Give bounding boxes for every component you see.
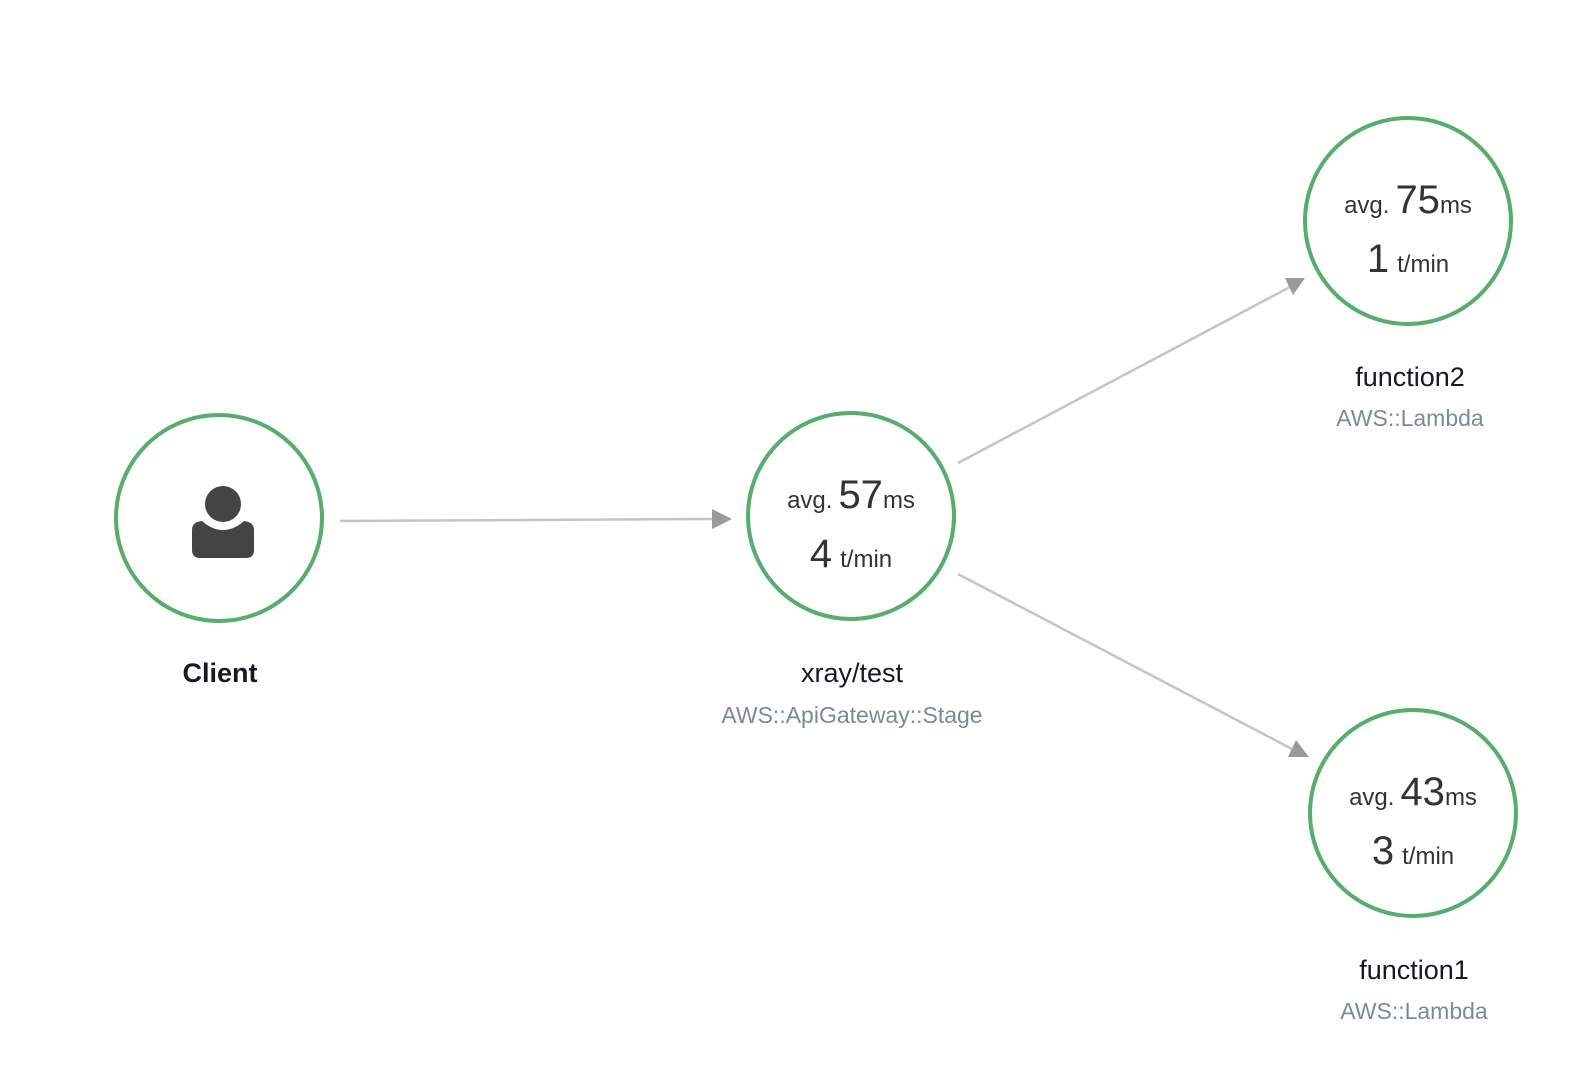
avg-latency: avg.43ms <box>1312 770 1514 815</box>
arrowhead-icon <box>1288 740 1309 757</box>
avg-unit: ms <box>882 487 915 514</box>
gateway-name: xray/test <box>800 658 904 688</box>
function1-type: AWS::Lambda <box>1340 998 1488 1024</box>
arrowhead-icon <box>1285 278 1305 295</box>
edge-client-to-gateway[interactable] <box>339 509 732 529</box>
client-node[interactable] <box>114 413 324 623</box>
edge-gateway-to-function1[interactable] <box>957 572 1309 757</box>
user-icon <box>192 486 254 558</box>
tpm-value: 1 <box>1366 237 1390 281</box>
tpm-unit: t/min <box>840 546 893 573</box>
avg-prefix: avg. <box>1344 192 1390 219</box>
tpm-value: 3 <box>1371 829 1395 873</box>
avg-unit: ms <box>1439 192 1472 219</box>
tpm-unit: t/min <box>1402 843 1455 870</box>
avg-prefix: avg. <box>787 487 833 514</box>
function2-type: AWS::Lambda <box>1336 405 1484 431</box>
function2-node[interactable]: avg.75ms 1 t/min <box>1303 116 1513 326</box>
avg-value: 75 <box>1395 178 1440 222</box>
avg-value: 57 <box>838 473 883 517</box>
client-name: Client <box>182 658 258 688</box>
gateway-node[interactable]: avg.57ms 4 t/min <box>746 411 956 621</box>
function1-name: function1 <box>1359 955 1469 985</box>
tpm-value: 4 <box>809 532 833 576</box>
arrowhead-icon <box>712 509 732 529</box>
function2-name: function2 <box>1355 362 1465 392</box>
traces-per-minute: 4 t/min <box>750 532 952 577</box>
gateway-type: AWS::ApiGateway::Stage <box>721 702 983 728</box>
traces-per-minute: 3 t/min <box>1312 829 1514 874</box>
avg-prefix: avg. <box>1349 784 1395 811</box>
avg-latency: avg.57ms <box>750 473 952 518</box>
traces-per-minute: 1 t/min <box>1307 237 1509 282</box>
function1-node[interactable]: avg.43ms 3 t/min <box>1308 708 1518 918</box>
tpm-unit: t/min <box>1397 251 1450 278</box>
edge-gateway-to-function2[interactable] <box>957 278 1305 465</box>
avg-unit: ms <box>1444 784 1477 811</box>
avg-value: 43 <box>1400 770 1445 814</box>
avg-latency: avg.75ms <box>1307 178 1509 223</box>
